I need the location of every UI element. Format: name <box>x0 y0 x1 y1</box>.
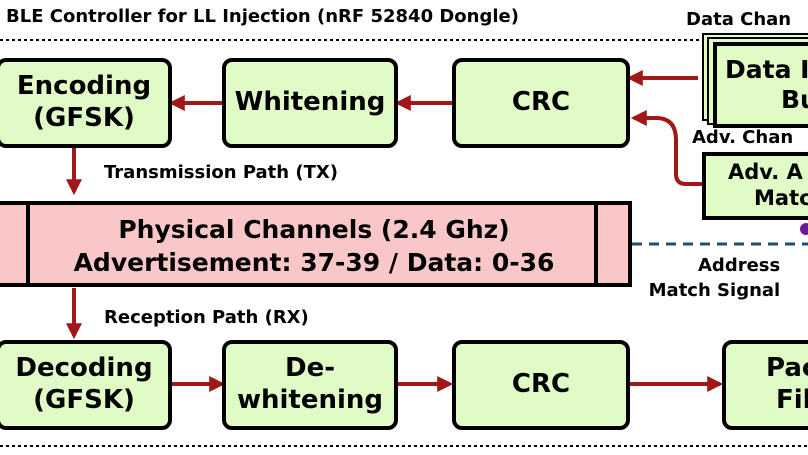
address-match-signal-note: Address Match Signal <box>646 253 781 303</box>
decoding-gfsk-box: Decoding (GFSK) <box>0 340 172 430</box>
address-match-dot <box>800 223 808 235</box>
diagram-title: BLE Controller for LL Injection (nRF 528… <box>6 6 519 27</box>
physical-channels-line-1: Physical Channels (2.4 Ghz) <box>118 215 510 244</box>
physical-channels-line-2: Advertisement: 37-39 / Data: 0-36 <box>73 248 555 278</box>
dewhitening-line-1: De- <box>284 353 335 384</box>
crc-rx-box: CRC <box>452 340 630 430</box>
whitening-label: Whitening <box>234 87 386 118</box>
encoding-line-1: Encoding <box>16 71 152 102</box>
adv-channel-label: Adv. Chan <box>692 127 794 148</box>
physical-channels-block: Physical Channels (2.4 Ghz) Advertisemen… <box>0 201 632 287</box>
data-channel-label: Data Chan <box>686 9 792 30</box>
crc-tx-label: CRC <box>511 87 571 118</box>
adv-match-line-2: Matc <box>754 186 808 210</box>
data-buffer-line-1: Data I <box>725 54 808 84</box>
packet-filter-line-2: Fil <box>776 385 808 415</box>
dewhitening-line-2: whitening <box>236 385 384 415</box>
decoding-line-2: (GFSK) <box>33 385 135 415</box>
phys-right-divider <box>594 205 598 283</box>
physical-channels-text: Physical Channels (2.4 Ghz) Advertisemen… <box>0 213 628 280</box>
packet-filter-line-1: Pac <box>766 353 808 384</box>
whitening-box: Whitening <box>222 58 398 148</box>
adv-match-line-1: Adv. A <box>728 160 803 185</box>
dewhitening-box: De- whitening <box>222 340 398 430</box>
address-match-line-1: Address <box>698 255 781 276</box>
data-buffer-line-2: Bu <box>781 85 808 114</box>
adv-address-match-box: Adv. A Matc <box>702 152 808 220</box>
phys-left-divider <box>26 205 30 283</box>
crc-tx-box: CRC <box>452 58 630 148</box>
encoding-line-2: (GFSK) <box>33 103 135 133</box>
decoding-line-1: Decoding <box>15 353 153 384</box>
packet-filter-box: Pac Fil <box>722 340 808 430</box>
tx-path-label: Transmission Path (TX) <box>104 162 338 183</box>
crc-rx-label: CRC <box>511 369 571 400</box>
arrow-advmatch-to-crc <box>630 110 704 186</box>
rx-path-label: Reception Path (RX) <box>104 307 309 328</box>
data-buffer-box: Data I Bu <box>713 42 808 128</box>
encoding-gfsk-box: Encoding (GFSK) <box>0 58 172 148</box>
address-match-line-2: Match Signal <box>648 280 781 302</box>
